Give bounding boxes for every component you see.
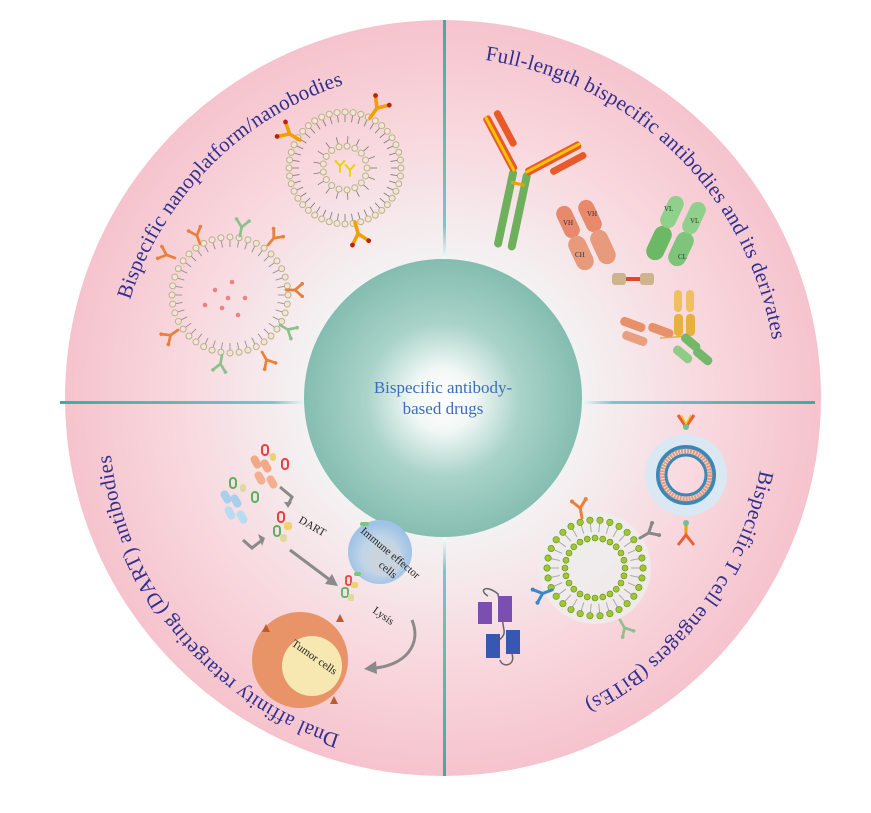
divider-bottom bbox=[443, 533, 446, 776]
center-title-line1: Bispecific antibody- bbox=[374, 378, 513, 397]
arrow-icon bbox=[242, 485, 338, 586]
domain-antibody-fragment-icon: VH VH CH VL VL CL bbox=[556, 195, 706, 285]
dart-parent-antibody-blue-icon bbox=[220, 477, 259, 524]
center-core bbox=[304, 259, 582, 537]
vh-domain-label-2: VH bbox=[587, 210, 597, 218]
ch-domain-label: CH bbox=[575, 251, 585, 259]
bite-liposome-ring-icon bbox=[645, 414, 727, 546]
dart-molecule-icon bbox=[273, 511, 292, 542]
liposome-small-icon bbox=[155, 217, 305, 374]
tandem-fragment-icon bbox=[620, 290, 713, 366]
divider-right bbox=[578, 401, 815, 404]
tumor-cell bbox=[252, 612, 348, 708]
lysis-arrow-icon bbox=[364, 619, 417, 674]
vl-domain-label-2: VL bbox=[690, 217, 699, 225]
divider-top bbox=[443, 20, 446, 264]
liposome-large-icon bbox=[274, 93, 405, 248]
igg-bispecific-antibody-icon bbox=[483, 110, 587, 251]
vl-domain-label: VL bbox=[664, 205, 673, 213]
bound-dart-icon bbox=[341, 572, 361, 601]
immune-effector-cell bbox=[348, 520, 412, 584]
vh-domain-label: VH bbox=[563, 219, 573, 227]
dart-parent-antibody-orange-icon bbox=[250, 444, 289, 489]
center-title-line2: based drugs bbox=[403, 399, 484, 418]
divider-left bbox=[60, 401, 308, 404]
bite-molecule-icon bbox=[478, 587, 520, 666]
bite-nanoparticle-icon bbox=[530, 497, 662, 639]
cl-domain-label: CL bbox=[678, 253, 687, 261]
